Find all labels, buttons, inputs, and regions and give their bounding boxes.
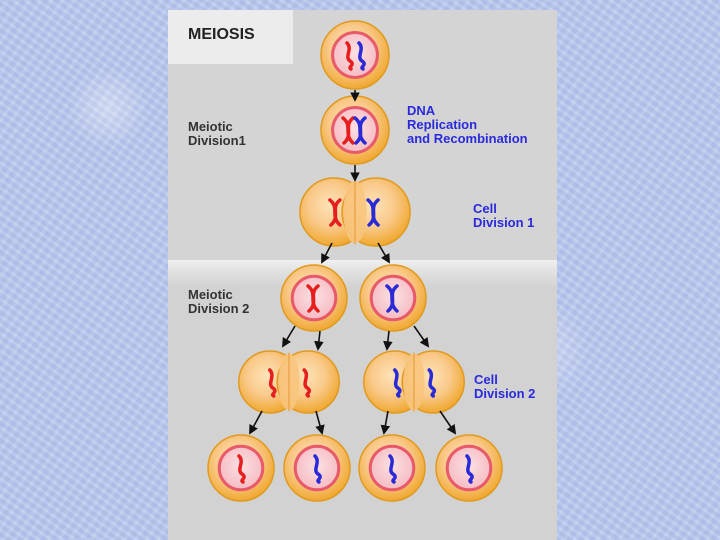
label-cell-division-1: Cell Division 1 [473,201,535,230]
chromosome [237,454,246,484]
chromosome [427,368,437,398]
arrow [321,242,333,264]
chromosome [268,368,277,398]
arrow [315,410,325,435]
chromosome [329,198,342,227]
chromosome [302,368,312,398]
gamete-1 [207,434,275,502]
arrow [249,410,263,435]
gamete-2 [283,434,351,502]
chromosome [357,41,366,71]
chromosome [393,368,402,398]
chromosome [367,198,380,227]
label-meiotic-division-2: Meiotic Division 2 [188,287,250,316]
chromosome [313,454,322,484]
label-dna-replication: DNA Replication and Recombination [407,103,528,146]
label-meiotic-division-1: Meiotic Division1 [188,119,246,148]
nucleus [331,31,379,79]
cell-secondary-right [359,264,427,332]
title-box: MEIOSIS [168,10,293,64]
arrow [380,410,391,435]
gamete-4 [435,434,503,502]
arrow [439,410,457,435]
arrow [383,330,393,351]
cell-division-1 [299,177,411,247]
cell-replicated [320,95,390,165]
chromosome [342,116,355,145]
cell-division-2-right [363,350,465,414]
cell-division-2-left [238,350,340,414]
arrow [282,325,296,348]
gamete-3 [358,434,426,502]
chromosome [345,41,354,71]
chromosome [386,284,399,313]
cell-initial [320,20,390,90]
arrows-layer [249,90,457,435]
cell-secondary-left [280,264,348,332]
cells-layer [207,20,503,502]
page-title: MEIOSIS [188,26,255,43]
nucleus [331,106,379,154]
chromosome [465,454,474,484]
arrow [413,325,430,348]
arrow [314,330,324,351]
chromosome [354,116,367,145]
label-cell-division-2: Cell Division 2 [474,372,536,401]
arrow [377,242,390,264]
chromosome [388,454,397,484]
chromosome [307,284,320,313]
